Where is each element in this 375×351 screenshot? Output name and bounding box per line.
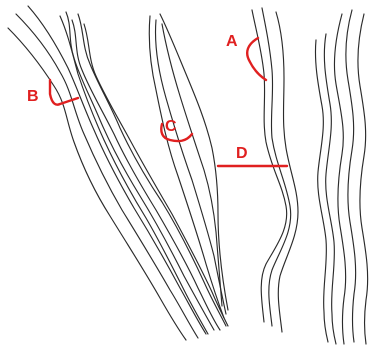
left-fiber-bundle bbox=[8, 6, 228, 340]
annotation-d-label: D bbox=[236, 145, 248, 162]
left-fiber-8 bbox=[84, 24, 228, 326]
annotation-b-mark bbox=[50, 80, 78, 105]
left-fiber-3 bbox=[28, 6, 206, 334]
right-fiber-7 bbox=[346, 10, 356, 342]
annotation-a-label: A bbox=[226, 33, 238, 50]
left-fiber-4 bbox=[60, 16, 208, 334]
right-fiber-8 bbox=[358, 14, 368, 344]
annotation-b-label: B bbox=[27, 88, 39, 105]
middle-fiber-bundle bbox=[149, 14, 228, 318]
right-fiber-6 bbox=[334, 14, 345, 344]
left-fiber-1 bbox=[8, 28, 186, 340]
left-fiber-6 bbox=[72, 20, 220, 330]
middle-fiber-4 bbox=[160, 14, 228, 310]
annotation-c-label: C bbox=[165, 118, 177, 135]
right-fiber-5 bbox=[324, 34, 336, 344]
annotation-a-mark bbox=[247, 38, 266, 80]
right-fiber-bundle bbox=[252, 8, 368, 344]
right-fiber-3 bbox=[276, 12, 298, 332]
